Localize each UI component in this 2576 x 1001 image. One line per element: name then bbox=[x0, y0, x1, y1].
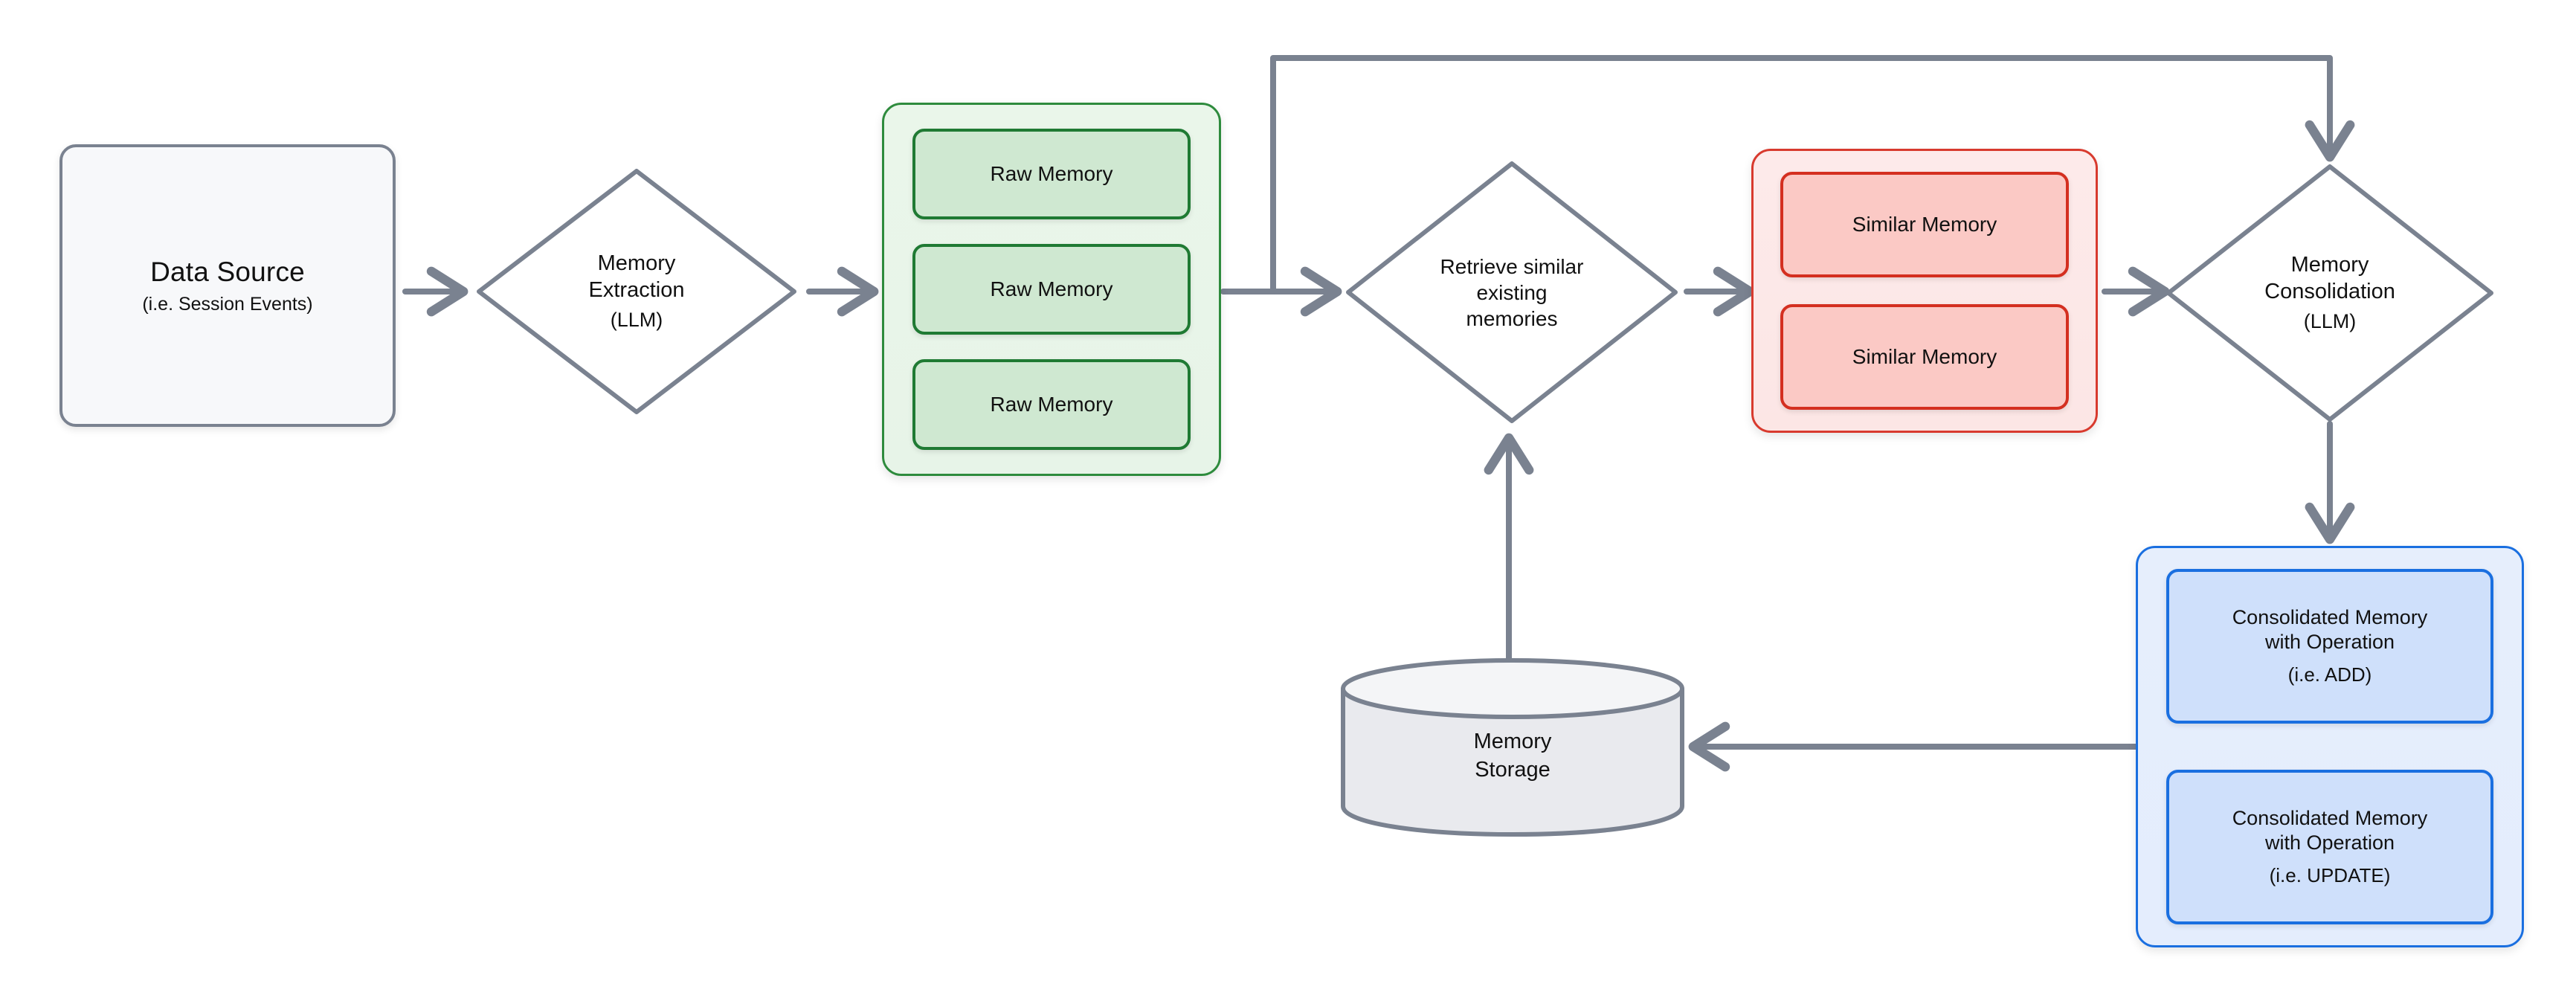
chip-consolidated-update-line1: Consolidated Memory bbox=[2232, 807, 2428, 830]
node-retrieve-similar[interactable]: Retrieve similar existing memories bbox=[1342, 158, 1681, 427]
chip-consolidated-add-line2: with Operation bbox=[2264, 631, 2395, 654]
chip-consolidated-update-line2: with Operation bbox=[2264, 831, 2395, 854]
chip-raw-memory-2-label: Raw Memory bbox=[990, 277, 1113, 300]
chip-raw-memory-2[interactable]: Raw Memory bbox=[912, 244, 1191, 335]
diamond-shape bbox=[477, 169, 796, 414]
chip-consolidated-update-operation: (i.e. UPDATE) bbox=[2269, 864, 2391, 887]
diamond-shape bbox=[2166, 164, 2493, 422]
chip-raw-memory-3[interactable]: Raw Memory bbox=[912, 359, 1191, 450]
group-raw-memory: Raw Memory Raw Memory Raw Memory bbox=[882, 103, 1221, 476]
chip-consolidated-add-line1: Consolidated Memory bbox=[2232, 606, 2428, 629]
chip-consolidated-add-operation: (i.e. ADD) bbox=[2287, 663, 2372, 686]
chip-similar-memory-1-label: Similar Memory bbox=[1852, 212, 1997, 236]
node-memory-storage[interactable]: Memory Storage bbox=[1339, 654, 1687, 839]
chip-consolidated-memory-add[interactable]: Consolidated Memory with Operation (i.e.… bbox=[2166, 569, 2493, 724]
data-source-title: Data Source bbox=[150, 256, 305, 287]
chip-similar-memory-2-label: Similar Memory bbox=[1852, 344, 1997, 368]
node-memory-consolidation[interactable]: Memory Consolidation (LLM) bbox=[2164, 162, 2496, 424]
cylinder-shape bbox=[1341, 658, 1684, 837]
chip-similar-memory-1[interactable]: Similar Memory bbox=[1780, 172, 2069, 277]
group-similar-memory: Similar Memory Similar Memory bbox=[1751, 149, 2098, 433]
chip-consolidated-memory-update[interactable]: Consolidated Memory with Operation (i.e.… bbox=[2166, 770, 2493, 924]
diamond-shape bbox=[1346, 161, 1678, 423]
chip-raw-memory-3-label: Raw Memory bbox=[990, 392, 1113, 416]
chip-similar-memory-2[interactable]: Similar Memory bbox=[1780, 304, 2069, 410]
chip-raw-memory-1[interactable]: Raw Memory bbox=[912, 129, 1191, 219]
node-memory-extraction[interactable]: Memory Extraction (LLM) bbox=[473, 165, 800, 418]
node-data-source[interactable]: Data Source (i.e. Session Events) bbox=[59, 144, 396, 427]
group-consolidated-memory: Consolidated Memory with Operation (i.e.… bbox=[2136, 546, 2524, 947]
data-source-subtitle: (i.e. Session Events) bbox=[142, 294, 313, 315]
chip-raw-memory-1-label: Raw Memory bbox=[990, 161, 1113, 185]
